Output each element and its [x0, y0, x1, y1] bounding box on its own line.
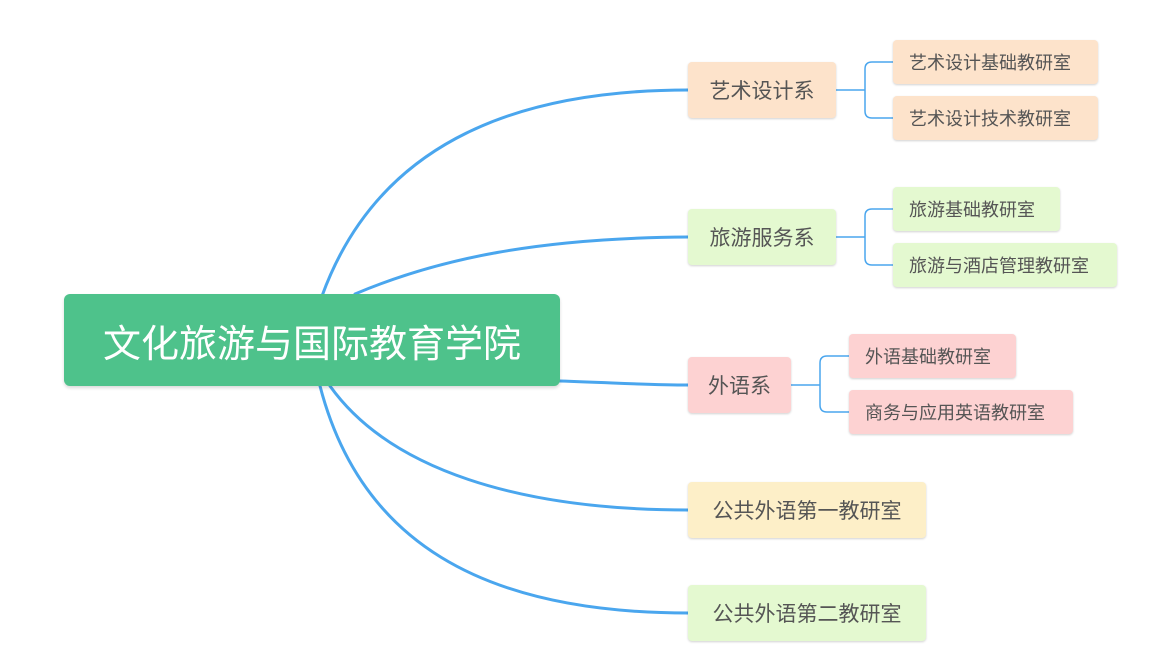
branch-to-tourism: [353, 235, 690, 296]
node-foreign-lang-dept[interactable]: 外语系: [688, 357, 791, 413]
node-foreign-lang-basic[interactable]: 外语基础教研室: [849, 334, 1016, 378]
node-art-design-dept[interactable]: 艺术设计系: [688, 62, 836, 118]
node-business-english[interactable]: 商务与应用英语教研室: [849, 390, 1073, 434]
node-tourism-dept[interactable]: 旅游服务系: [688, 209, 836, 265]
node-public-lang-1[interactable]: 公共外语第一教研室: [688, 482, 926, 538]
root-node[interactable]: 文化旅游与国际教育学院: [64, 294, 560, 386]
node-tourism-hotel[interactable]: 旅游与酒店管理教研室: [893, 243, 1117, 287]
sub-branch-foreign-lang: [791, 355, 849, 413]
branch-to-art-design: [320, 88, 690, 298]
branch-to-public-lang-1: [328, 384, 690, 512]
node-public-lang-2[interactable]: 公共外语第二教研室: [688, 585, 926, 641]
sub-branch-tourism: [836, 208, 893, 266]
node-tourism-basic[interactable]: 旅游基础教研室: [893, 187, 1060, 231]
branch-to-foreign-lang: [558, 379, 690, 387]
node-art-design-tech[interactable]: 艺术设计技术教研室: [893, 96, 1098, 140]
node-art-design-basic[interactable]: 艺术设计基础教研室: [893, 40, 1098, 84]
branch-to-public-lang-2: [318, 384, 690, 615]
sub-branch-art-design: [836, 61, 893, 119]
